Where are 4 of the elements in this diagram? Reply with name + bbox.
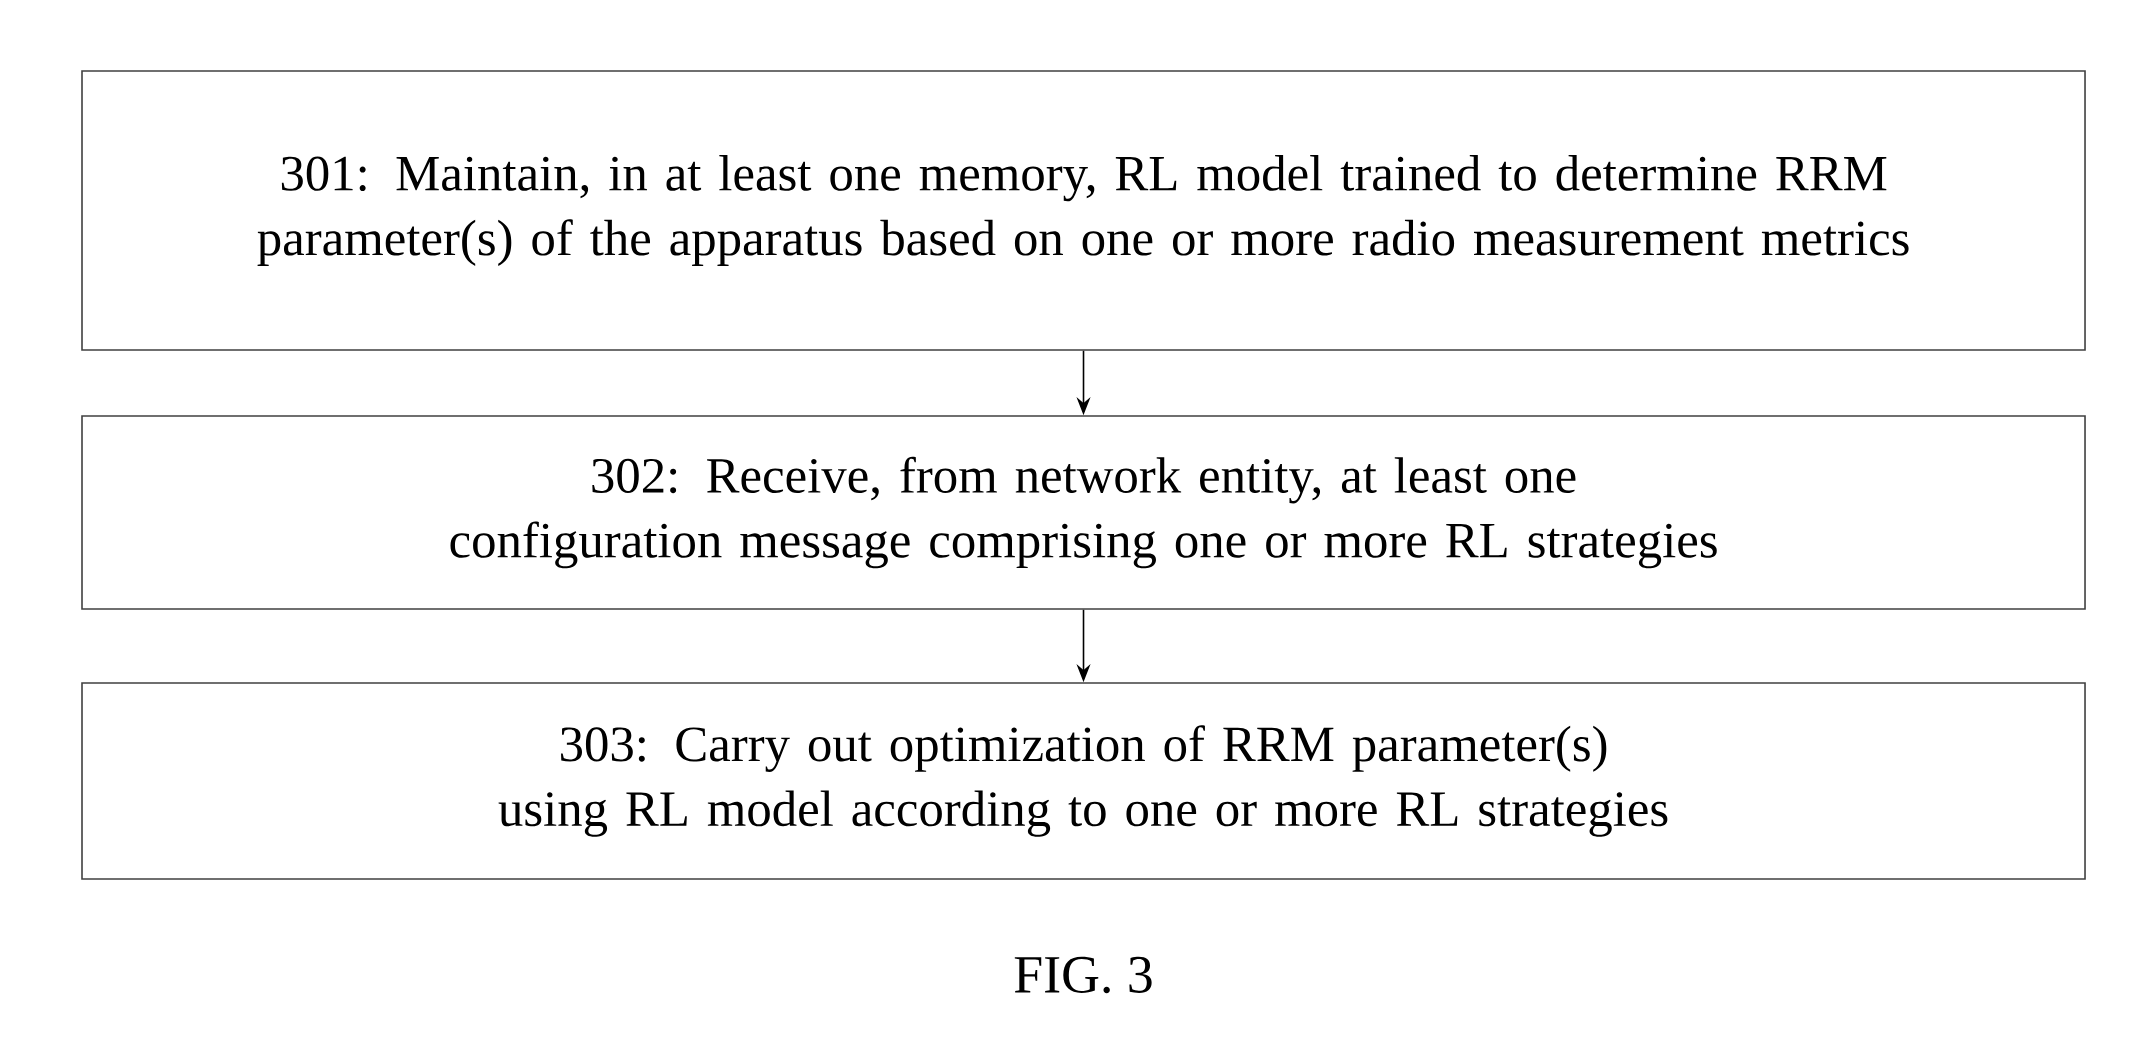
- process-box: 301: Maintain, in at least one memory, RL model trained to determine RRM parameter(s) of the apparatus based on one or more radio measurement metrics: [81, 70, 2086, 351]
- figure-caption: FIG. 3: [1014, 956, 1152, 994]
- process-box: 303: Carry out optimization of RRM parameter(s) using RL model according to one or more RL strategies: [81, 682, 2086, 880]
- process-box: 302: Receive, from network entity, at least one configuration message comprising one or more RL strategies: [81, 415, 2086, 610]
